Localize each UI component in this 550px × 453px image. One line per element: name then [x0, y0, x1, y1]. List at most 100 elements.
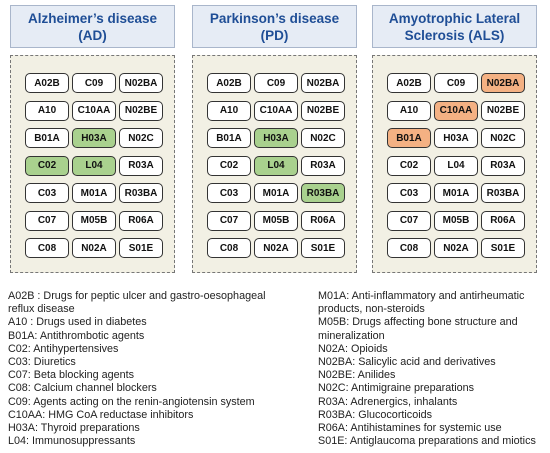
drug-code-cell: R03BA	[301, 183, 345, 203]
legend-line: N02A: Opioids	[318, 342, 388, 355]
drug-code-cell: S01E	[119, 238, 163, 258]
panel-title-line1: Amyotrophic Lateral	[388, 10, 521, 26]
legend-line: N02BA: Salicylic acid and derivatives	[318, 356, 496, 369]
legend-left: A02B : Drugs for peptic ulcer and gastro…	[8, 290, 298, 448]
drug-code-cell: B01A	[207, 128, 251, 148]
drug-code-cell: H03A	[434, 128, 478, 148]
legend-line: H03A: Thyroid preparations	[8, 422, 140, 435]
drug-code-cell: L04	[434, 155, 478, 176]
drug-code-cell: N02A	[434, 238, 478, 258]
legend-line: M01A: Anti-inflammatory and antirheumati…	[318, 290, 525, 302]
legend-line: N02C: Antimigraine preparations	[318, 382, 475, 395]
drug-code-cell: M05B	[434, 210, 478, 231]
drug-code-cell: R03BA	[481, 183, 525, 203]
drug-code-cell: R03BA	[119, 183, 163, 203]
drug-code-cell: N02A	[254, 238, 298, 258]
legend-line: C07: Beta blocking agents	[8, 369, 135, 382]
drug-code-cell: C02	[207, 155, 251, 176]
drug-code-cell: B01A	[25, 128, 69, 148]
legend-line: S01E: Antiglaucoma preparations and miot…	[318, 435, 536, 448]
drug-code-cell: A02B	[207, 73, 251, 93]
legend-line: B01A: Antithrombotic agents	[8, 329, 145, 342]
drug-code-cell: R03A	[301, 155, 345, 176]
drug-code-cell: C09	[72, 73, 116, 93]
drug-code-cell: M05B	[254, 210, 298, 231]
drug-code-cell: C03	[25, 183, 69, 203]
legend-line: mineralization	[318, 329, 385, 342]
drug-code-cell: C10AA	[434, 100, 478, 121]
drug-code-cell: B01A	[387, 128, 431, 148]
drug-code-cell: H03A	[72, 128, 116, 148]
legend-line: reflux disease	[8, 303, 75, 316]
legend-line: C03: Diuretics	[8, 356, 76, 369]
drug-code-cell: R03A	[119, 155, 163, 176]
panel-title-line2: Sclerosis (ALS)	[404, 27, 505, 43]
drug-code-cell: N02BA	[119, 73, 163, 93]
drug-code-cell: A10	[387, 100, 431, 121]
drug-code-cell: R06A	[119, 210, 163, 231]
drug-code-cell: C02	[387, 155, 431, 176]
drug-code-cell: M01A	[434, 183, 478, 203]
panel-title-line2: (PD)	[260, 27, 289, 43]
panel-title-line2: (AD)	[78, 27, 107, 43]
drug-code-cell: A10	[207, 100, 251, 121]
drug-code-cell: M01A	[254, 183, 298, 203]
drug-code-cell: A02B	[387, 73, 431, 93]
legend-line: C09: Agents acting on the renin-angioten…	[8, 395, 255, 408]
legend-line: R06A: Antihistamines for systemic use	[318, 422, 502, 435]
drug-code-cell: C07	[387, 210, 431, 231]
drug-code-cell: N02A	[72, 238, 116, 258]
legend-line: A02B : Drugs for peptic ulcer and gastro…	[8, 290, 266, 302]
drug-code-cell: A02B	[25, 73, 69, 93]
drug-code-cell: N02BA	[481, 73, 525, 93]
drug-code-cell: C07	[207, 210, 251, 231]
drug-code-cell: C10AA	[72, 100, 116, 121]
drug-code-cell: N02BE	[481, 100, 525, 121]
legend-line: R03BA: Glucocorticoids	[318, 408, 433, 421]
drug-code-cell: C08	[387, 238, 431, 258]
drug-code-cell: C03	[207, 183, 251, 203]
drug-code-cell: N02BE	[119, 100, 163, 121]
drug-code-cell: R03A	[481, 155, 525, 176]
legend-line: C08: Calcium channel blockers	[8, 382, 157, 395]
drug-code-cell: C08	[25, 238, 69, 258]
legend-line: products, non-steroids	[318, 303, 425, 316]
drug-code-cell: S01E	[301, 238, 345, 258]
legend-line: N02BE: Anilides	[318, 369, 396, 382]
drug-code-cell: C02	[25, 155, 69, 176]
drug-code-cell: C08	[207, 238, 251, 258]
drug-code-cell: N02C	[301, 128, 345, 148]
legend-line: R03A: Adrenergics, inhalants	[318, 395, 458, 408]
drug-code-cell: L04	[72, 155, 116, 176]
panel-header-1: Parkinson’s disease(PD)	[192, 5, 357, 48]
panel-header-0: Alzheimer’s disease(AD)	[10, 5, 175, 48]
drug-code-cell: H03A	[254, 128, 298, 148]
drug-code-cell: N02BE	[301, 100, 345, 121]
drug-code-cell: L04	[254, 155, 298, 176]
drug-code-cell: M05B	[72, 210, 116, 231]
legend-line: M05B: Drugs affecting bone structure and	[318, 316, 518, 329]
drug-code-cell: R06A	[481, 210, 525, 231]
panel-title-line1: Parkinson’s disease	[209, 10, 340, 26]
legend-line: C02: Antihypertensives	[8, 342, 119, 355]
drug-code-cell: C03	[387, 183, 431, 203]
drug-code-cell: N02C	[119, 128, 163, 148]
legend-right: M01A: Anti-inflammatory and antirheumati…	[318, 290, 548, 448]
drug-code-cell: C09	[254, 73, 298, 93]
drug-code-cell: N02BA	[301, 73, 345, 93]
drug-code-cell: N02C	[481, 128, 525, 148]
drug-code-cell: R06A	[301, 210, 345, 231]
drug-code-cell: C07	[25, 210, 69, 231]
legend-line: L04: Immunosuppressants	[8, 435, 136, 448]
drug-code-cell: C09	[434, 73, 478, 93]
drug-code-cell: S01E	[481, 238, 525, 258]
panel-title-line1: Alzheimer’s disease	[27, 10, 158, 26]
legend-line: C10AA: HMG CoA reductase inhibitors	[8, 408, 194, 421]
drug-code-cell: A10	[25, 100, 69, 121]
drug-code-cell: C10AA	[254, 100, 298, 121]
legend-line: A10 : Drugs used in diabetes	[8, 316, 147, 329]
